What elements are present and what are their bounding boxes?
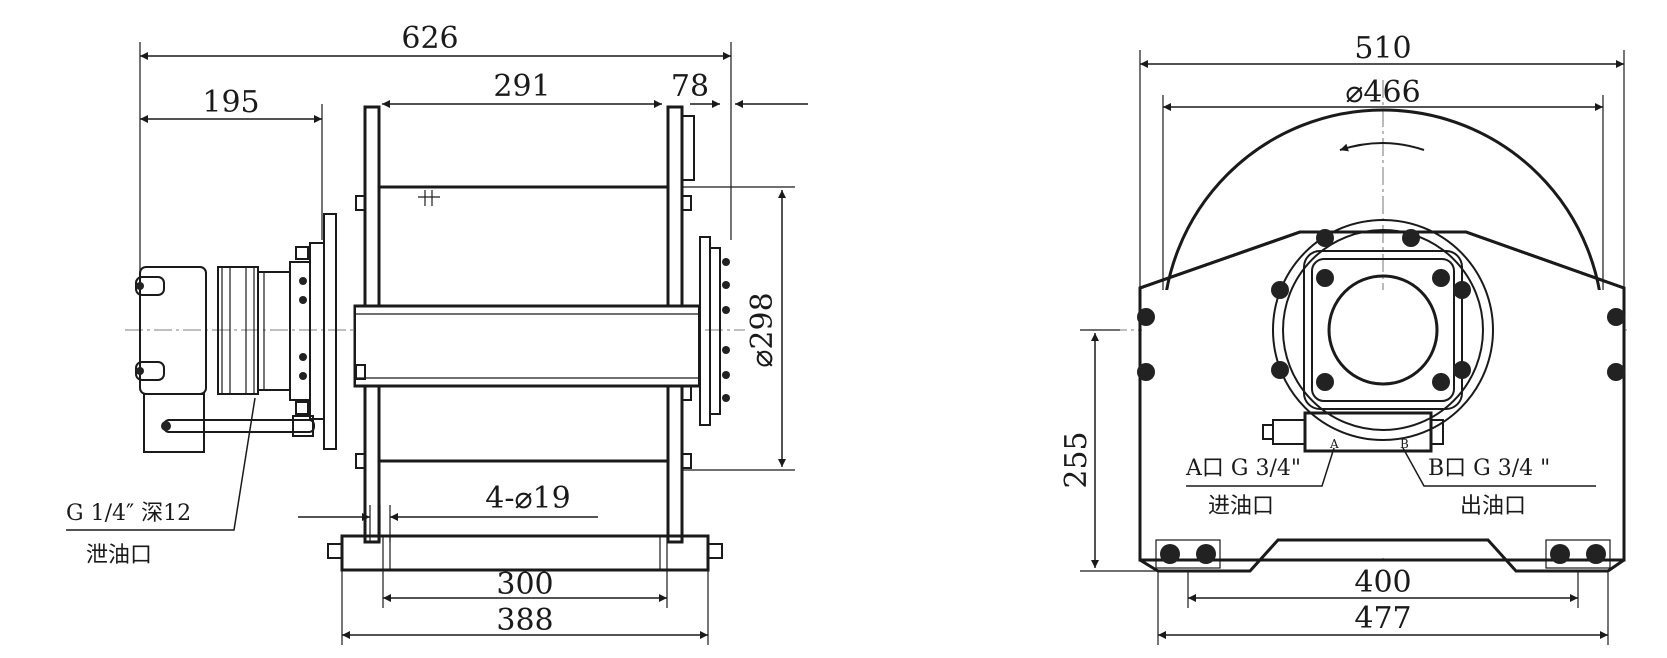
side-dimensions: 626 195 291 78 ⌀298 300 388 [66,21,808,645]
port-b-spec: B口 G 3/4 " [1428,456,1550,481]
dim-base-width: 477 [1354,601,1411,636]
port-b-tag: B [1400,437,1409,451]
base-plate [340,534,710,572]
dim-base-length: 388 [496,603,553,638]
port-a-spec: A口 G 3/4" [1185,456,1301,481]
drum-assembly [323,105,730,572]
dim-drum-length: 291 [493,69,550,104]
front-view: A B A口 G 3/4" 进油口 B口 G 3/4 " 出油口 510 ⌀46… [1059,31,1630,645]
dim-motor-length: 195 [202,85,259,120]
side-view: 626 195 291 78 ⌀298 300 388 [66,21,808,645]
port-a-tag: A [1329,437,1339,451]
dim-base-hole-spacing: 300 [496,567,553,602]
hydraulic-motor [135,242,325,453]
dim-mounting-holes: 4-⌀19 [485,481,570,516]
drain-port-name: 泄油口 [86,543,152,568]
rotation-direction-arrow [1339,142,1425,152]
dim-center-height: 255 [1059,431,1094,488]
port-b-name: 出油口 [1460,494,1526,519]
dim-overall-width: 510 [1354,31,1411,66]
port-a-name: 进油口 [1208,494,1274,519]
dim-overall-length: 626 [401,21,458,56]
drain-port-spec: G 1/4″ 深12 [66,501,191,526]
motor-flange-outer [1272,219,1494,441]
dim-front-base-hole-spacing: 400 [1354,565,1411,600]
dim-flange-offset: 78 [671,69,709,104]
dim-flange-diameter: ⌀466 [1345,75,1420,110]
front-base [1158,538,1608,573]
front-dimensions: 510 ⌀466 255 400 477 [1059,31,1625,645]
dim-drum-diameter: ⌀298 [745,292,780,367]
motor-shaft-bore [1327,274,1439,386]
